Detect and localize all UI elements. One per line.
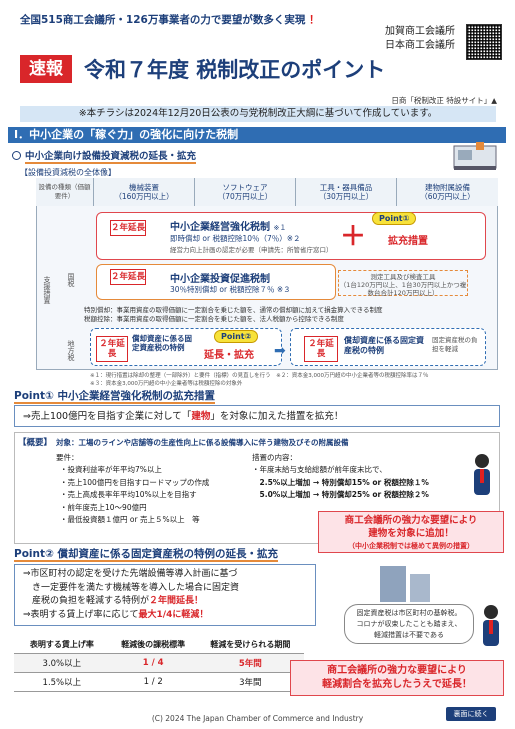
keiei-kyoka-line2: 経営力向上計画の認定が必要（申請先：所管省庁窓口） [170, 246, 333, 254]
section1-subtitle: 中小企業向け設備投資減税の延長・拡充 [12, 148, 197, 164]
measure-label: 措置の内容： [252, 453, 297, 462]
extend-tag-1: ２年延長 [110, 220, 146, 236]
col-header-software: ソフトウェア（70万円以上） [195, 178, 296, 206]
extend-tag-4: ２年延長 [304, 336, 338, 362]
kotei-shisanzei-name-left: 償却資産に係る固定資産税の特例 [132, 334, 192, 352]
expand-measure: 拡充措置 [388, 236, 428, 247]
measure-item: 2.5%以上増加 → 特別償却15% or 税額控除１% [252, 477, 429, 487]
factory-machine-icon [452, 138, 498, 172]
table-row: 3.0%以上 1 / 4 5年間 [14, 653, 304, 673]
point1-gaiyo-panel [14, 432, 500, 544]
special-site-link[interactable]: 日商「税制改正 特設サイト」▲ [391, 96, 497, 105]
city-opinion-bubble: 固定資産税は市区町村の基幹税。コロナが収束したことも踏まえ、軽減措置は不要である [344, 604, 474, 644]
exclamation-mark: ！ [309, 14, 320, 26]
notice-banner: ※本チラシは2024年12月20日公表の与党税制改正大綱に基づいて作成しています… [20, 106, 496, 122]
col-header-tools: 工具・器具備品（30万円以上） [296, 178, 397, 206]
point2-pill: Point② [214, 330, 259, 343]
qr-code-icon[interactable] [466, 24, 502, 60]
point2-title: Point② 償却資産に係る固定資産税の特例の延長・拡充 [14, 548, 279, 562]
row-label-support: 支援措置 [43, 276, 51, 304]
toshi-sokushin-detail: 30％特別償却 or 税額控除７％ ※３ [170, 285, 291, 294]
wage-table: 表明する賃上げ率 軽減後の課税標準 軽減を受けられる期間 3.0%以上 1 / … [14, 636, 304, 692]
row-label-chihozei: 地方税 [67, 339, 75, 361]
kotei-shisanzei-name-right: 償却資産に係る固定資産税の特例 [344, 336, 424, 355]
footer-copyright: (C) 2024 The Japan Chamber of Commerce a… [151, 714, 364, 723]
building-icon [410, 574, 430, 602]
page-title: 令和７年度 税制改正のポイント [84, 58, 386, 82]
extend-tag-3: ２年延長 [96, 336, 128, 362]
wage-table-header: 軽減を受けられる期間 [196, 636, 304, 654]
req-item: ・売上高成長率年平均10%以上を目指す [60, 490, 197, 499]
org-name-1: 加賀商工会議所 [385, 26, 455, 37]
point2-arrow-box: ⇒市区町村の認定を受けた先端設備等導入計画に基づ き一定要件を満たす機械等を導入… [14, 564, 316, 626]
person-icon [468, 452, 496, 502]
measure-list: ・年度末給与支給総額が前年度末比で、 2.5%以上増加 → 特別償却15% or… [252, 464, 429, 502]
row-label-kokuzei: 国税 [67, 273, 75, 287]
col-header-building: 建物附属設備（60万円以上） [397, 178, 498, 206]
point1-pill: Point① [372, 212, 417, 225]
city-hall-icon [380, 566, 406, 602]
plus-icon: ＋ [340, 222, 367, 252]
person-icon-2 [478, 604, 504, 652]
table-label: 【設備投資減税の全体像】 [20, 168, 116, 177]
org-name-2: 日本商工会議所 [385, 40, 455, 51]
keiei-kyoka-line1: 即時償却 or 税額控除10％（7％）※２ [170, 234, 301, 243]
point1-title: Point① 中小企業経営強化税制の拡充措置 [14, 390, 216, 404]
wage-table-header: 軽減後の課税標準 [109, 636, 197, 654]
wage-table-header: 表明する賃上げ率 [14, 636, 110, 654]
point1-arrow-box: ⇒売上100億円を目指す企業に対して「建物」を対象に加えた措置を拡充！ [14, 405, 500, 427]
tax-credit-def: 税額控除：事業用資産の取得価額に一定割合を乗じた額を、法人税額から控除できる制度 [84, 315, 344, 323]
col-header-machine: 機械装置（160万円以上） [94, 178, 195, 206]
section1-title: Ⅰ．中小企業の「稼ぐ力」の強化に向けた税制 [8, 127, 506, 143]
col-header-type: 設備の種類（価額要件） [36, 178, 94, 206]
req-item: ・前年度売上10〜90億円 [60, 502, 147, 512]
measure-tools-note: 測定工具及び検査工具（1台120万円以上、1台30万円以上かつ複数台合計120万… [338, 270, 468, 297]
measure-item: 5.0%以上増加 → 特別償却25% or 税額控除２% [252, 490, 429, 499]
arrow-right-icon: ➡ [274, 343, 286, 359]
measure-item: ・年度末給与支給総額が前年度末比で、 [252, 465, 387, 474]
gaiyo-text: 対象：工場のラインや店舗等の生産性向上に係る設備導入に伴う建物及びその附属設備 [56, 438, 349, 447]
point2-request-callout: 商工会議所の強力な要望により軽減割合を拡充したうえで延長！ [290, 660, 504, 696]
next-page-button[interactable]: 裏面に続く [446, 707, 496, 721]
req-list: ・投資利益率が年平均7%以上 ・売上100億円を目指すロードマップの作成 ・売上… [60, 464, 209, 527]
footnote-2: ※３：資本金3,000万円超の中小企業者等は税額控除の対象外 [90, 381, 243, 387]
table-row: 1.5%以上 1 / 2 3年間 [14, 672, 304, 692]
req-item: ・売上100億円を目指すロードマップの作成 [60, 477, 210, 487]
keiei-kyoka-name: 中小企業経営強化税制 ※１ [170, 222, 287, 233]
special-depreciation-def: 特別償却：事業用資産の取得価額に一定割合を乗じた額を、通常の償却額に加えて損金算… [84, 306, 383, 314]
sokuho-badge: 速報 [20, 55, 72, 83]
footnote-1: ※１：現行措置は除却の整理（一部除外）と要件（指標）の見直しを行う ※２：資本金… [90, 373, 429, 379]
req-label: 要件： [56, 453, 79, 462]
circle-icon [12, 151, 21, 160]
req-item: ・投資利益率が年平均7%以上 [60, 465, 162, 474]
extend-tag-2: ２年延長 [110, 269, 146, 285]
gaiyo-label: 【概要】 [18, 438, 53, 448]
toshi-sokushin-name: 中小企業投資促進税制 [170, 274, 270, 285]
keiei-kyoka-box [96, 212, 486, 260]
tagline: 全国515商工会議所・126万事業者の力で要望が数多く実現 ！ [20, 14, 320, 26]
extend-expand-label: 延長・拡充 [204, 350, 254, 361]
kotei-shisanzei-aside: 固定資産税の負担を軽減 [432, 336, 478, 353]
req-item: ・最低投資額１億円 or 売上５%以上 等 [60, 515, 200, 524]
point1-request-callout: 商工会議所の強力な要望により建物を対象に追加！（中小企業税制では極めて異例の措置… [318, 511, 504, 553]
